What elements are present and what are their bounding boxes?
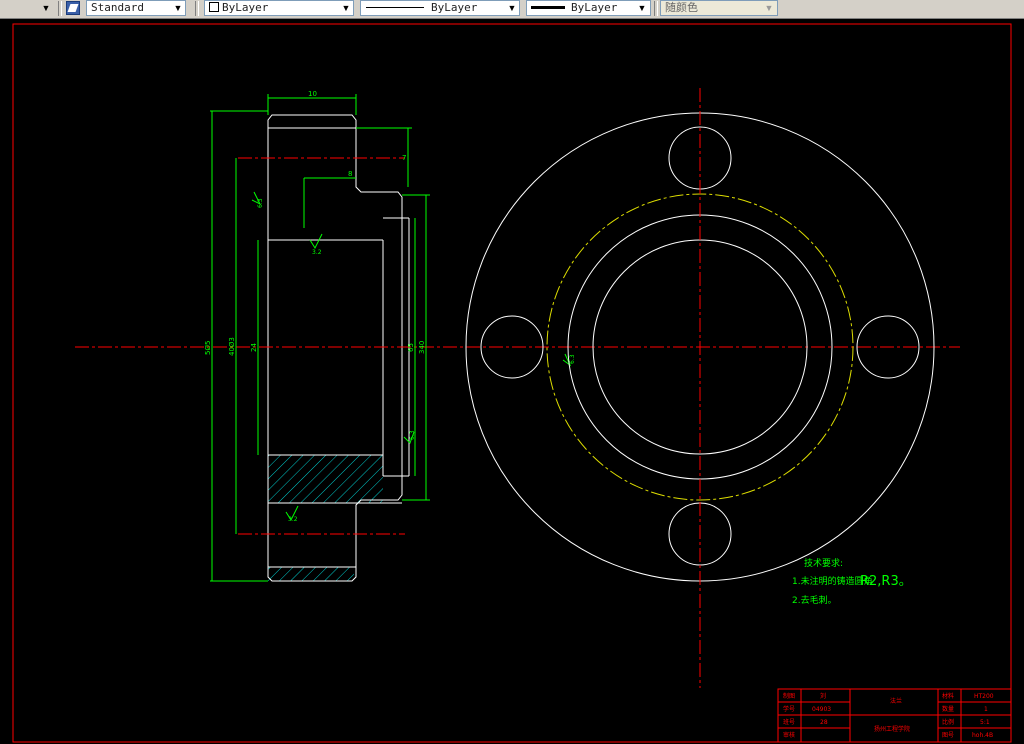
dim-text-7: 7	[402, 154, 406, 162]
svg-text:HT200: HT200	[974, 693, 994, 700]
toolbar-separator	[58, 1, 62, 16]
svg-text:制图: 制图	[783, 692, 795, 700]
notes-line1-radius: R2,R3。	[860, 574, 912, 589]
section-outline	[267, 114, 403, 582]
svg-text:28: 28	[820, 719, 828, 726]
svg-text:3.2: 3.2	[312, 249, 322, 256]
section-hatch	[268, 455, 383, 503]
dim-text-340: 340	[418, 341, 426, 354]
notes-line2: 2.去毛刺。	[792, 594, 837, 606]
technical-notes: 技术要求: 1.未注明的铸造圆角 R2,R3。 2.去毛刺。	[792, 557, 912, 606]
text-style-icon[interactable]	[66, 1, 80, 15]
color-swatch-icon	[209, 2, 219, 12]
chevron-down-icon[interactable]: ▼	[341, 3, 351, 13]
text-style-value: Standard	[91, 1, 144, 14]
chevron-down-icon[interactable]: ▼	[637, 3, 647, 13]
layer-color-value: ByLayer	[222, 1, 269, 14]
dropdown-arrow-icon[interactable]: ▼	[41, 3, 51, 13]
svg-text:hoh.4B: hoh.4B	[972, 732, 993, 739]
svg-text:班号: 班号	[783, 718, 795, 726]
svg-text:6.3: 6.3	[569, 354, 576, 364]
svg-text:学号: 学号	[783, 705, 795, 713]
svg-text:1: 1	[984, 706, 988, 713]
dim-text-4023: 40Ø3	[228, 337, 236, 356]
svg-text:图号: 图号	[942, 732, 954, 739]
dim-text-515: 5Ø5	[204, 341, 212, 355]
linetype-value: ByLayer	[431, 1, 478, 14]
svg-text:6.3: 6.3	[257, 198, 264, 208]
roughness-symbols	[251, 191, 572, 522]
drawing-canvas[interactable]: 10 7 8 5Ø5 40Ø3 24 65 340 3.2 3.2 6.3 6.…	[0, 18, 1024, 744]
linetype-dropdown[interactable]: ByLayer	[360, 0, 520, 16]
lineweight-dropdown[interactable]: ByLayer	[526, 0, 651, 16]
bolt-hole-left	[480, 315, 544, 379]
svg-text:材料: 材料	[942, 692, 954, 700]
plot-style-dropdown[interactable]: 随颜色	[660, 0, 778, 16]
svg-text:6.3: 6.3	[409, 430, 416, 440]
layer-color-dropdown[interactable]: ByLayer	[204, 0, 354, 16]
chevron-down-icon[interactable]: ▼	[173, 3, 183, 13]
svg-text:刘: 刘	[820, 692, 826, 700]
linetype-sample-icon	[366, 7, 424, 8]
svg-text:扬州工程学院: 扬州工程学院	[874, 725, 910, 733]
svg-text:法兰: 法兰	[890, 697, 902, 705]
dim-text-8: 8	[348, 170, 352, 178]
svg-text:04903: 04903	[812, 706, 831, 713]
dimension-lines	[210, 94, 430, 582]
chevron-down-icon[interactable]: ▼	[507, 3, 517, 13]
lineweight-value: ByLayer	[571, 1, 618, 14]
section-view	[267, 114, 410, 582]
dim-text-24: 24	[250, 343, 258, 352]
svg-text:数量: 数量	[942, 705, 954, 713]
drawing-border	[12, 23, 1012, 743]
svg-text:3.2: 3.2	[288, 516, 298, 523]
dim-text-10: 10	[308, 90, 317, 98]
lineweight-sample-icon	[531, 6, 565, 9]
roughness-texts: 3.2 3.2 6.3 6.3 6.3	[257, 198, 576, 523]
notes-heading: 技术要求:	[804, 557, 843, 569]
svg-text:比例: 比例	[942, 718, 954, 726]
section-hatch-bottom	[268, 567, 354, 581]
toolbar-separator	[195, 1, 199, 16]
chevron-down-icon: ▼	[764, 3, 774, 13]
svg-text:5:1: 5:1	[980, 719, 990, 726]
notes-line1: 1.未注明的铸造圆角	[792, 575, 873, 587]
title-block-texts: 制图 刘 法兰 材料 HT200 学号 04903 数量 1 班号 28 比例 …	[783, 692, 994, 739]
front-view	[465, 88, 935, 688]
plot-style-value: 随颜色	[665, 1, 698, 14]
text-style-dropdown[interactable]: Standard	[86, 0, 186, 16]
properties-toolbar: ▼ Standard ▼ ByLayer ▼ ByLayer ▼ ByLayer…	[0, 0, 1024, 19]
dimension-texts: 10 7 8 5Ø5 40Ø3 24 65 340	[204, 90, 426, 356]
dim-text-65: 65	[407, 343, 415, 352]
toolbar-separator	[654, 1, 658, 16]
section-centerlines	[75, 157, 960, 535]
title-block	[777, 688, 1012, 743]
bolt-hole-right	[856, 315, 920, 379]
svg-text:审核: 审核	[783, 731, 795, 739]
